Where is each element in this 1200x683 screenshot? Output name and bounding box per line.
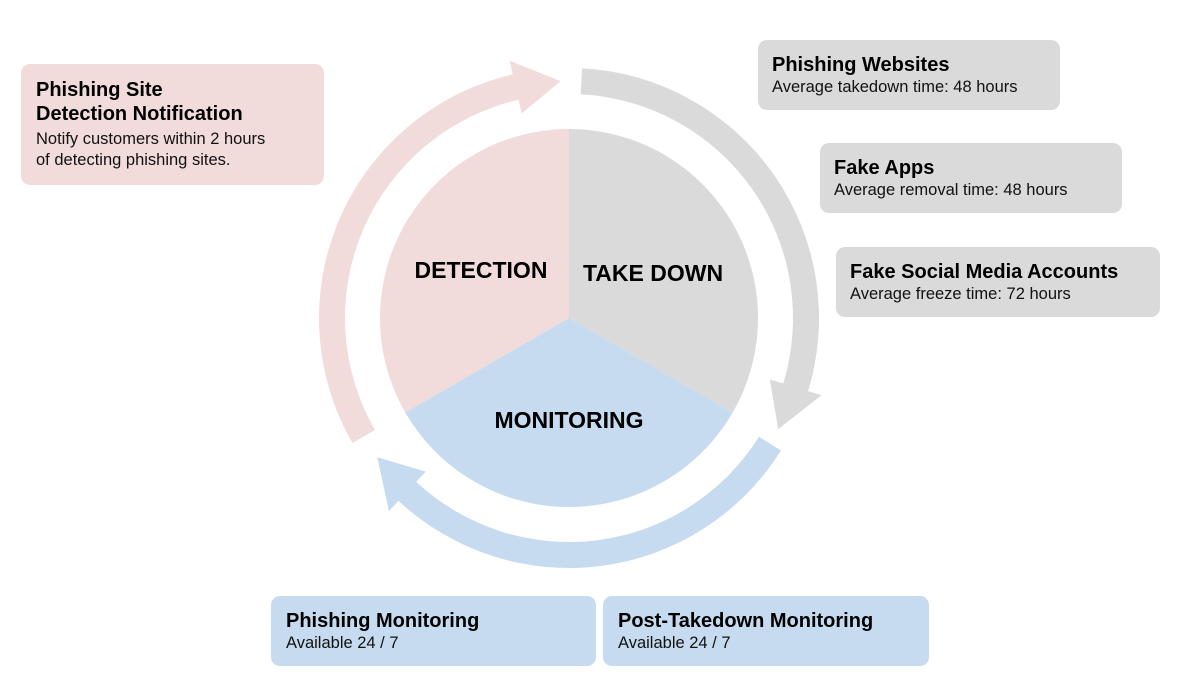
card-title: Fake Social Media Accounts — [850, 261, 1119, 283]
detection-segment — [380, 129, 569, 413]
card-desc-line1: Notify customers within 2 hours — [36, 130, 266, 148]
card-desc: Average takedown time: 48 hours — [772, 78, 1018, 96]
card-title: Phishing Monitoring — [286, 610, 480, 632]
card-desc: Average removal time: 48 hours — [834, 181, 1068, 199]
card-desc: Average freeze time: 72 hours — [850, 285, 1071, 303]
takedown-to-monitoring-arrow-icon — [580, 68, 822, 430]
detection-to-takedown-arrow-icon — [319, 60, 561, 444]
card-title: Post-Takedown Monitoring — [618, 610, 874, 632]
monitoring-to-detection-arrow-icon — [377, 436, 782, 569]
card-desc: Available 24 / 7 — [618, 634, 731, 652]
takedown-label: TAKE DOWN — [583, 260, 723, 286]
monitoring-card-phishing: Phishing Monitoring Available 24 / 7 — [271, 596, 596, 666]
monitoring-card-post-takedown: Post-Takedown Monitoring Available 24 / … — [603, 596, 929, 666]
card-title: Fake Apps — [834, 157, 935, 179]
takedown-segment — [569, 129, 758, 413]
card-desc: Available 24 / 7 — [286, 634, 399, 652]
card-title-line2: Detection Notification — [36, 103, 243, 125]
takedown-card-fake-apps: Fake Apps Average removal time: 48 hours — [820, 143, 1122, 213]
takedown-card-phishing-websites: Phishing Websites Average takedown time:… — [758, 40, 1060, 110]
card-title-line1: Phishing Site — [36, 79, 163, 101]
monitoring-label: MONITORING — [494, 407, 643, 433]
card-title: Phishing Websites — [772, 54, 950, 76]
monitoring-segment — [405, 318, 733, 507]
card-desc-line2: of detecting phishing sites. — [36, 151, 231, 169]
takedown-card-fake-social-media: Fake Social Media Accounts Average freez… — [836, 247, 1160, 317]
detection-notification-card: Phishing Site Detection Notification Not… — [21, 64, 324, 185]
detection-label: DETECTION — [415, 257, 548, 283]
